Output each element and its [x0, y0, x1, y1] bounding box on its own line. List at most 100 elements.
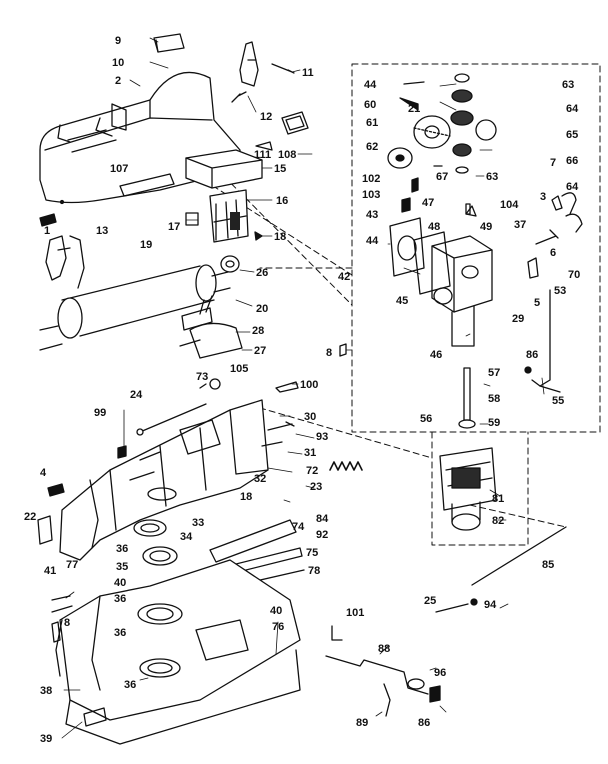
- callout-24: 24: [130, 389, 143, 401]
- callout-62: 62: [366, 141, 378, 153]
- shaft-part: [136, 403, 207, 436]
- callout-40-a: 40: [114, 577, 126, 589]
- callout-36-d: 36: [124, 679, 136, 691]
- screw-part: [39, 213, 57, 227]
- callout-66: 66: [566, 155, 578, 167]
- crank-rod-part: [325, 655, 429, 695]
- callout-72: 72: [306, 465, 318, 477]
- callout-105: 105: [230, 363, 248, 375]
- callout-65: 65: [566, 129, 578, 141]
- callout-11: 11: [302, 67, 314, 79]
- screw-part: [267, 421, 295, 431]
- callout-37: 37: [514, 219, 526, 231]
- callout-48: 48: [428, 221, 440, 233]
- gear-part: [387, 115, 451, 169]
- bracket-part: [51, 621, 61, 643]
- callout-77: 77: [66, 559, 78, 571]
- callout-18: 18: [274, 231, 286, 243]
- callout-44-bottom: 44: [366, 235, 379, 247]
- callout-10: 10: [112, 57, 124, 69]
- worm-gear-part: [450, 73, 497, 174]
- callout-20: 20: [256, 303, 268, 315]
- callout-102: 102: [362, 173, 380, 185]
- spring-part: [383, 683, 391, 717]
- leader-lines: [61, 37, 545, 739]
- nut-part: [470, 598, 478, 606]
- callout-16: 16: [276, 195, 288, 207]
- base-frame-part: [55, 559, 301, 745]
- callout-96: 96: [434, 667, 446, 679]
- callout-86-bottom: 86: [418, 717, 430, 729]
- washer-part: [209, 378, 221, 390]
- screw-part: [261, 441, 283, 447]
- callout-76: 76: [272, 621, 284, 633]
- pin-part: [465, 203, 471, 215]
- cover-plate-part: [389, 217, 425, 277]
- callout-111: 111: [254, 149, 271, 161]
- callout-84: 84: [316, 513, 329, 525]
- switch-part: [209, 189, 249, 243]
- nut-part: [117, 445, 127, 459]
- nut-part: [254, 231, 263, 241]
- callout-63-top: 63: [562, 79, 574, 91]
- gasket-part: [413, 231, 451, 295]
- callout-12: 12: [260, 111, 272, 123]
- pin-part: [331, 625, 343, 641]
- callout-18-lower: 18: [240, 491, 252, 503]
- spring-part: [329, 461, 363, 471]
- nut-part: [429, 685, 441, 703]
- callout-27: 27: [254, 345, 266, 357]
- callout-19: 19: [140, 239, 152, 251]
- support-bracket-part: [179, 295, 243, 359]
- callout-5: 5: [534, 297, 540, 309]
- callout-44-top: 44: [364, 79, 377, 91]
- callout-45: 45: [396, 295, 408, 307]
- callout-53: 53: [554, 285, 566, 297]
- callout-17: 17: [168, 221, 180, 233]
- callout-100: 100: [300, 379, 318, 391]
- callout-89: 89: [356, 717, 368, 729]
- callout-101: 101: [346, 607, 364, 619]
- callout-42: 42: [338, 271, 350, 283]
- callout-93: 93: [316, 431, 328, 443]
- callout-8-bottom: 8: [64, 617, 70, 629]
- callout-64-bottom: 64: [566, 181, 579, 193]
- pin-part: [401, 197, 411, 213]
- callout-74: 74: [292, 521, 305, 533]
- screw-part: [51, 595, 73, 613]
- gear-housing-part: [431, 235, 493, 347]
- pin-part: [403, 81, 425, 85]
- pulley-part: [220, 255, 240, 273]
- callout-81: 81: [492, 493, 504, 505]
- screw-part: [231, 91, 247, 103]
- callout-8-top: 8: [326, 347, 332, 359]
- callout-103: 103: [362, 189, 380, 201]
- roller-part: [39, 264, 231, 351]
- callout-104: 104: [500, 199, 519, 211]
- callout-64-top: 64: [566, 103, 579, 115]
- callout-30: 30: [304, 411, 316, 423]
- callout-26: 26: [256, 267, 268, 279]
- cap-part: [153, 33, 185, 53]
- callout-34: 34: [180, 531, 193, 543]
- callout-49: 49: [480, 221, 492, 233]
- callout-2: 2: [115, 75, 121, 87]
- callout-35: 35: [116, 561, 128, 573]
- callout-61: 61: [366, 117, 378, 129]
- bracket-part: [239, 41, 259, 87]
- callout-60: 60: [364, 99, 376, 111]
- callout-38: 38: [40, 685, 52, 697]
- callout-21: 21: [408, 103, 420, 115]
- callout-31: 31: [304, 447, 316, 459]
- callout-3: 3: [540, 191, 546, 203]
- shaft-part: [458, 367, 476, 429]
- bracket-part: [37, 515, 53, 545]
- callout-86-top: 86: [526, 349, 538, 361]
- callout-13: 13: [96, 225, 108, 237]
- callout-36-b: 36: [114, 593, 126, 605]
- callout-57: 57: [488, 367, 500, 379]
- ring-part: [133, 519, 178, 566]
- callout-40-b: 40: [270, 605, 282, 617]
- callout-41: 41: [44, 565, 56, 577]
